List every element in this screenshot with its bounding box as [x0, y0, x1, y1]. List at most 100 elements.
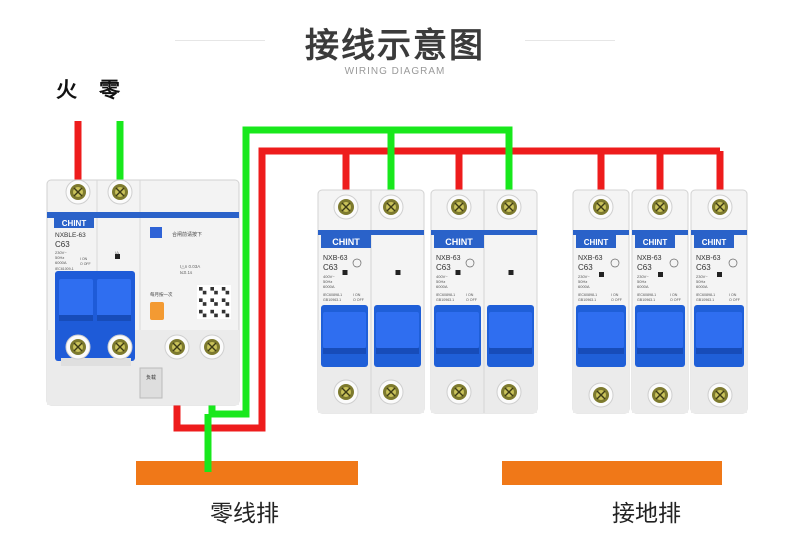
breaker-brand-badge — [576, 234, 616, 248]
breaker-standard: IEC60898-1 — [578, 293, 597, 297]
breaker-indicator — [717, 272, 722, 277]
breakers-group: CHINTNXB-63C63400V~50Hz6000AIEC60898-1GB… — [317, 189, 748, 414]
ccc-mark — [669, 258, 679, 268]
rcbo-lever-bar — [97, 315, 131, 321]
breaker-2p: CHINTNXB-63C63400V~50Hz6000AIEC60898-1GB… — [317, 189, 425, 414]
qr-module — [225, 290, 230, 295]
qr-module — [199, 298, 203, 302]
breaker-brand-badge — [321, 234, 371, 248]
breaker-standard: IEC60898-1 — [637, 293, 656, 297]
breaker-lever-face — [637, 312, 683, 348]
breaker-standard: IEC60898-1 — [436, 293, 455, 297]
breaker-onoff: O OFF — [353, 298, 365, 302]
breaker-model: NXB-63 — [637, 255, 662, 262]
rcbo-trip-time: t≤0.1s — [180, 270, 193, 275]
breaker-lever-bar — [436, 348, 479, 354]
breaker-onoff: I ON — [670, 293, 678, 297]
breaker-lever-face — [376, 312, 419, 348]
breaker-onoff: I ON — [729, 293, 737, 297]
rcbo-reset-button[interactable] — [150, 227, 162, 238]
breaker-brand: CHINT — [584, 238, 609, 247]
breaker-indicator — [508, 270, 514, 275]
breaker-model: NXB-63 — [578, 255, 603, 262]
neutral-busbar — [136, 461, 358, 485]
terminal-screw — [446, 379, 472, 405]
neutral-wire-label: 零 — [99, 78, 120, 102]
breaker-blue-stripe — [431, 230, 484, 235]
breaker-model: NXB-63 — [696, 255, 721, 262]
rcbo-toggle-lever[interactable] — [59, 279, 93, 321]
breaker-spec: 50Hz — [637, 279, 646, 284]
breaker-standard: GB10963.1 — [637, 298, 655, 302]
terminal-screw — [647, 194, 673, 220]
breaker-spec: 6000A — [578, 284, 590, 289]
breaker-lever-bar — [637, 348, 683, 354]
terminal-screw — [496, 379, 522, 405]
rcbo-onoff: I ON — [80, 257, 88, 261]
breaker-indicator — [658, 272, 663, 277]
breaker-indicator — [455, 270, 461, 275]
diagram-title: 接线示意图 — [305, 26, 485, 66]
breaker-model: NXB-63 — [436, 255, 461, 262]
breaker-brand-badge — [694, 234, 734, 248]
qr-module — [225, 302, 230, 306]
rcbo-toggle-lever[interactable] — [97, 279, 131, 321]
rcbo-load-label: 负载 — [146, 374, 156, 381]
breaker-lever-face — [436, 312, 479, 348]
breaker-indicator — [599, 272, 604, 277]
breaker-blue-stripe — [484, 230, 537, 235]
rcbo-test-button[interactable] — [150, 302, 164, 320]
qr-module — [221, 298, 226, 302]
breaker-brand: CHINT — [332, 237, 360, 247]
qr-module — [199, 287, 203, 291]
breaker-lever-bar — [489, 348, 532, 354]
breaker-spec: 230V~ — [637, 274, 649, 279]
terminal-screw — [199, 334, 225, 360]
rcbo-trip-label: I△n 0.03A — [180, 264, 200, 269]
breaker-brand: CHINT — [702, 238, 727, 247]
breaker-1p: CHINTNXB-63C63230V~50Hz6000AIEC60898-1GB… — [572, 189, 630, 414]
qr-module — [210, 309, 214, 314]
terminal-screw — [588, 194, 614, 220]
qr-module — [214, 302, 218, 306]
breaker-spec: 400V~ — [323, 274, 335, 279]
qr-code-pattern — [199, 287, 230, 318]
breaker-rating: C63 — [637, 263, 652, 272]
title-right-rule — [525, 40, 615, 41]
rcbo-small-label: IΔ — [115, 250, 119, 255]
ccc-mark — [465, 258, 475, 268]
breaker-spec: 6000A — [323, 284, 335, 289]
earth-busbar — [502, 461, 722, 485]
breaker-spec: 50Hz — [578, 279, 587, 284]
breaker-blue-stripe — [371, 230, 424, 235]
breaker-2p: CHINTNXB-63C63400V~50Hz6000AIEC60898-1GB… — [430, 189, 538, 414]
terminal-screw — [588, 382, 614, 408]
rcbo-model: NXBLE-63 — [55, 232, 86, 239]
breaker-standard: GB10963.1 — [696, 298, 714, 302]
terminal-screw — [107, 179, 133, 205]
qr-module — [221, 287, 226, 291]
qr-module — [210, 287, 214, 291]
terminal-screw — [647, 382, 673, 408]
breaker-rating: C63 — [436, 263, 451, 272]
breaker-onoff: O OFF — [729, 298, 741, 302]
qr-module — [225, 313, 230, 318]
breaker-brand: CHINT — [643, 238, 668, 247]
qr-module — [202, 313, 207, 318]
breaker-spec: 230V~ — [578, 274, 590, 279]
qr-module — [210, 298, 214, 302]
breaker-spec: 400V~ — [436, 274, 448, 279]
ccc-mark — [352, 258, 362, 268]
breaker-brand-badge — [434, 234, 484, 248]
breaker-rating: C63 — [578, 263, 593, 272]
qr-module — [202, 302, 207, 306]
breaker-indicator — [395, 270, 401, 275]
breaker-rating: C63 — [696, 263, 711, 272]
rcbo-breaker: CHINT NXBLE-63 C63 230V~ 50Hz 6000A IEC6… — [46, 179, 240, 406]
terminal-screw — [496, 194, 522, 220]
neutral-bar-label: 零线排 — [210, 501, 279, 527]
ccc-mark — [728, 258, 738, 268]
terminal-screw — [707, 382, 733, 408]
breaker-spec: 6000A — [696, 284, 708, 289]
